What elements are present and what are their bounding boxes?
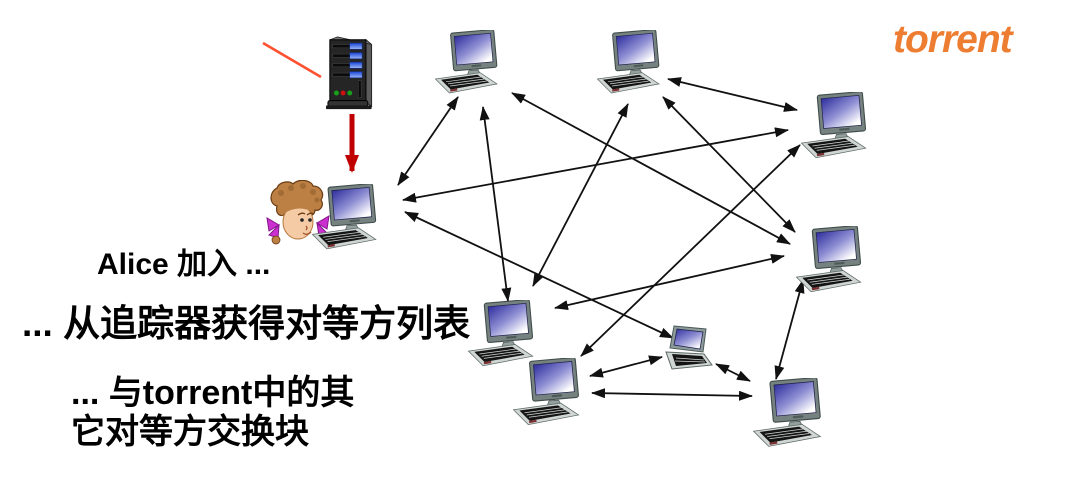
peer-link-arrow xyxy=(589,355,663,378)
peer-link-arrow xyxy=(667,77,798,112)
caption-get-peer-list-from-tracker: ... 从追踪器获得对等方列表 xyxy=(22,303,471,344)
peer-laptop-icon xyxy=(665,325,713,370)
torrent-title: torrent xyxy=(893,18,1013,61)
peer-link-arrow xyxy=(715,363,751,382)
peer-computer-icon xyxy=(434,30,498,94)
peer-computer-icon xyxy=(512,358,580,426)
caption-exchange-chunks: ... 与torrent中的其 它对等方交换块 xyxy=(71,374,401,452)
caption-exchange-line2: 它对等方交换块 xyxy=(71,413,309,451)
tracker-server-icon xyxy=(326,36,373,110)
peer-link-arrow xyxy=(554,254,785,310)
peer-computer-icon xyxy=(467,300,534,367)
peer-computer-icon xyxy=(752,378,821,447)
peer-link-arrow xyxy=(532,103,629,287)
tracker-link-line xyxy=(262,41,322,79)
peer-link-arrow xyxy=(774,279,805,380)
peer-computer-icon xyxy=(795,226,862,293)
peer-links-layer xyxy=(262,41,805,401)
caption-exchange-line1: ... 与torrent中的其 xyxy=(71,374,355,412)
peer-computer-icon xyxy=(800,92,867,159)
caption-alice-joins: Alice 加入 ... xyxy=(97,248,271,281)
peer-link-arrow xyxy=(591,388,753,401)
peer-link-arrow xyxy=(479,106,512,302)
peer-link-arrow xyxy=(580,144,801,357)
peer-link-arrow xyxy=(397,96,459,186)
peer-link-arrow xyxy=(511,92,791,245)
peer-computer-icon xyxy=(596,30,660,94)
